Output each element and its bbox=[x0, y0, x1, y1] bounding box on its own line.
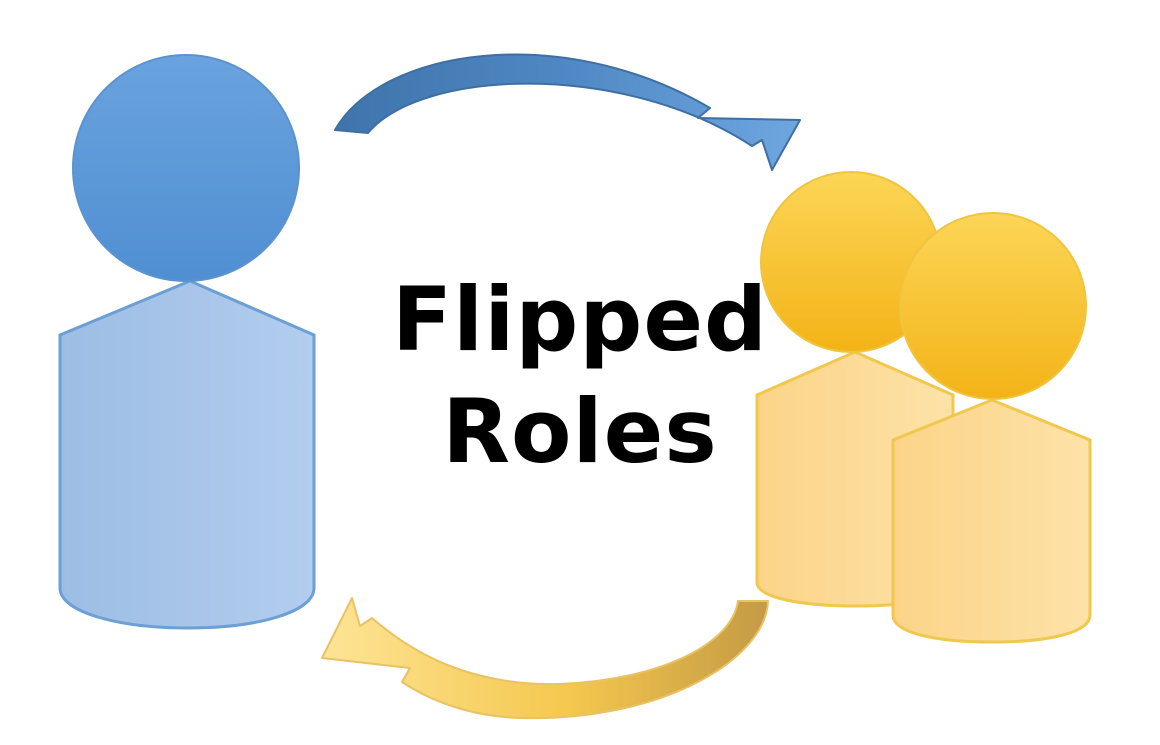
student-front-head bbox=[899, 212, 1087, 400]
teacher-body bbox=[58, 279, 316, 630]
teacher-figure bbox=[58, 54, 316, 630]
title-line-flipped: Flipped bbox=[391, 268, 769, 371]
teacher-head bbox=[72, 54, 300, 282]
student-front-body bbox=[891, 398, 1092, 644]
top-curved-arrow bbox=[334, 53, 801, 171]
students-figure bbox=[755, 171, 1092, 644]
title-line-roles: Roles bbox=[442, 380, 718, 483]
bottom-curved-arrow bbox=[321, 597, 769, 720]
